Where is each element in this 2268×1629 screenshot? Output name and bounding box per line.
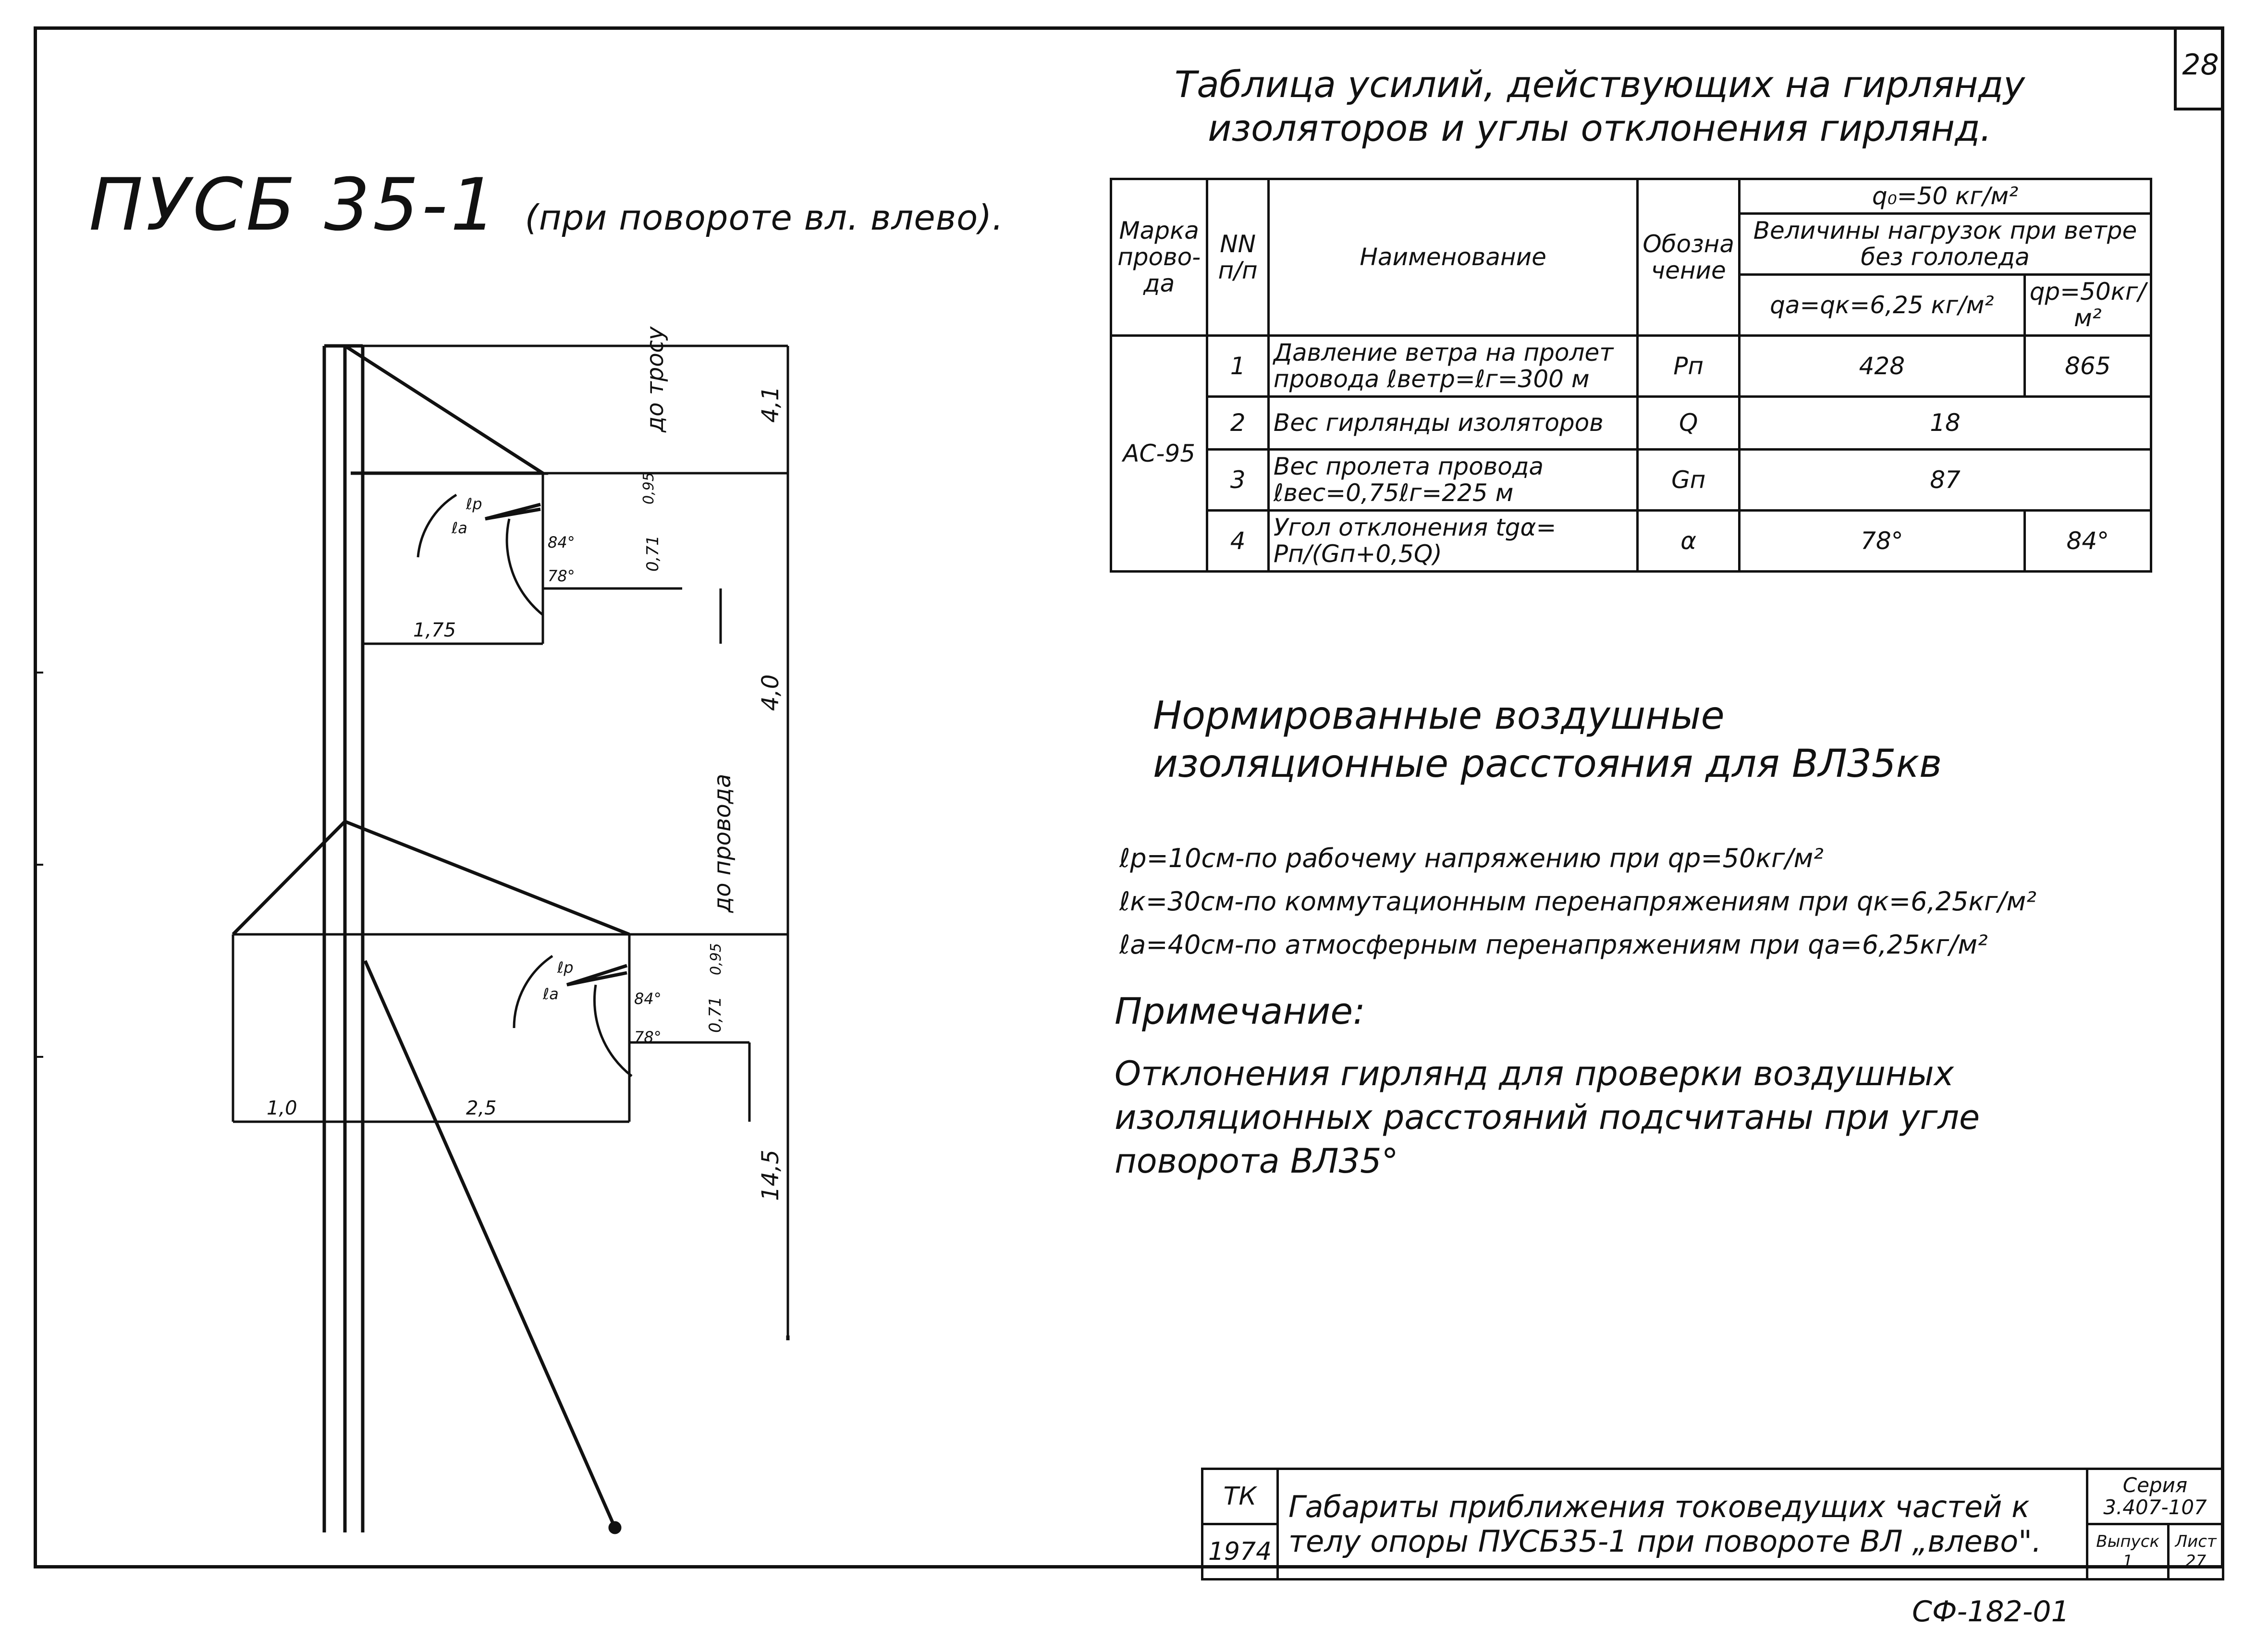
- top-traverse: [344, 344, 549, 475]
- angle-84-bottom: 84°: [634, 990, 662, 1008]
- row-number: 3: [1206, 448, 1270, 512]
- row-number: 1: [1206, 334, 1270, 398]
- row-symbol: Gп: [1636, 448, 1741, 512]
- main-title-code: ПУСБ 35-1: [89, 163, 499, 247]
- angle-78-top: 78°: [548, 567, 575, 585]
- row-name: Вес гирлянды изоляторов: [1267, 395, 1639, 451]
- dim-071-top: 0,71: [643, 535, 662, 572]
- row-name: Давление ветра на пролет провода ℓветр=ℓ…: [1267, 334, 1639, 398]
- norm-line-working: ℓр=10см-по рабочему напряжению при qp=50…: [1119, 843, 1824, 873]
- dim-095-top: 0,95: [640, 472, 657, 504]
- dim-175: 1,75: [413, 619, 456, 641]
- title-block-seria: Серия 3.407-107: [2085, 1468, 2225, 1525]
- row-value-1: 428: [1738, 334, 2026, 398]
- note-heading: Примечание:: [1115, 990, 1365, 1032]
- head-loads: Величины нагрузок при ветре без гололеда: [1738, 212, 2152, 276]
- label-to-wire: до провода: [709, 774, 736, 913]
- row-name: Вес пролета провода ℓвес=0,75ℓг=225 м: [1267, 448, 1639, 512]
- title-block-org: ТК: [1201, 1468, 1279, 1525]
- title-block-description: Габариты приближения токоведущих частей …: [1276, 1468, 2088, 1580]
- dim-top: 4,1: [757, 386, 784, 423]
- row-name: Угол отклонения tgα= Pп/(Gп+0,5Q): [1267, 509, 1639, 573]
- dim-mid: 4,0: [757, 674, 784, 711]
- seria-value: 3.407-107: [2103, 1495, 2207, 1519]
- head-nn: NN п/п: [1206, 178, 1270, 337]
- head-col1: qa=qк=6,25 кг/м²: [1738, 273, 2026, 337]
- norm-line-atmospheric: ℓа=40см-по атмосферным перенапряжениям п…: [1119, 930, 1988, 960]
- wire-mark: АС-95: [1109, 334, 1209, 573]
- row-symbol: Q: [1636, 395, 1741, 451]
- dim-10: 1,0: [267, 1097, 297, 1119]
- dim-bottom: 14,5: [757, 1150, 784, 1201]
- dim-071-bottom: 0,71: [706, 996, 725, 1033]
- row-symbol: Pп: [1636, 334, 1741, 398]
- insulator-string-top: [485, 502, 541, 521]
- list-label: Лист: [2175, 1532, 2217, 1552]
- guy-wire: [363, 960, 617, 1529]
- main-title: ПУСБ 35-1 (при повороте вл. влево).: [89, 163, 1004, 247]
- table-title: Таблица усилий, действующих на гирлянду …: [1174, 63, 2025, 150]
- angle-84-top: 84°: [548, 533, 575, 551]
- row-value-1: 78°: [1738, 509, 2026, 573]
- title-block: ТК Габариты приближения токоведущих част…: [1201, 1468, 2225, 1580]
- sheet-number: 28: [2174, 29, 2224, 110]
- head-q0: q₀=50 кг/м²: [1738, 178, 2152, 215]
- title-block-vypusk: Выпуск 1: [2085, 1523, 2170, 1580]
- row-value-2: 865: [2023, 334, 2153, 398]
- label-la-bottom: ℓа: [542, 985, 559, 1003]
- seria-label: Серия: [2122, 1473, 2188, 1497]
- vypusk-label: Выпуск: [2096, 1532, 2160, 1552]
- norm-title: Нормированные воздушные изоляционные рас…: [1153, 693, 1942, 786]
- label-lp-bottom: ℓр: [557, 958, 574, 977]
- angle-78-bottom: 78°: [634, 1028, 662, 1046]
- title-block-year: 1974: [1201, 1523, 1279, 1580]
- main-title-subtitle: (при повороте вл. влево).: [525, 197, 1004, 238]
- insulator-string-bottom: [566, 964, 628, 987]
- drawing-frame: [34, 26, 2224, 1568]
- title-block-list: Лист 27: [2167, 1523, 2224, 1580]
- row-value-2: 84°: [2023, 509, 2153, 573]
- head-name: Наименование: [1267, 178, 1639, 337]
- label-lp-top: ℓр: [466, 495, 482, 513]
- norm-line-switching: ℓк=30см-по коммутационным перенапряжения…: [1119, 886, 2036, 917]
- row-value: 87: [1738, 448, 2152, 512]
- forces-table: Марка прово-да NN п/п Наименование Обозн…: [1109, 178, 2153, 573]
- head-oboz: Обозна чение: [1636, 178, 1741, 337]
- dim-095-bottom: 0,95: [708, 943, 724, 975]
- dim-25: 2,5: [466, 1097, 497, 1119]
- label-la-top: ℓа: [451, 519, 467, 537]
- label-to-tros: до тросу: [642, 326, 669, 433]
- archive-stamp: СФ-182-01: [1912, 1595, 2070, 1629]
- row-value: 18: [1738, 395, 2152, 451]
- note-text: Отклонения гирлянд для проверки воздушны…: [1115, 1054, 1980, 1181]
- list-value: 27: [2185, 1552, 2207, 1571]
- row-number: 2: [1206, 395, 1270, 451]
- vypusk-value: 1: [2122, 1552, 2133, 1571]
- row-number: 4: [1206, 509, 1270, 573]
- head-col2: qp=50кг/м²: [2023, 273, 2153, 337]
- head-marka: Марка прово-да: [1109, 178, 1209, 337]
- row-symbol: α: [1636, 509, 1741, 573]
- lower-traverse: [232, 819, 630, 936]
